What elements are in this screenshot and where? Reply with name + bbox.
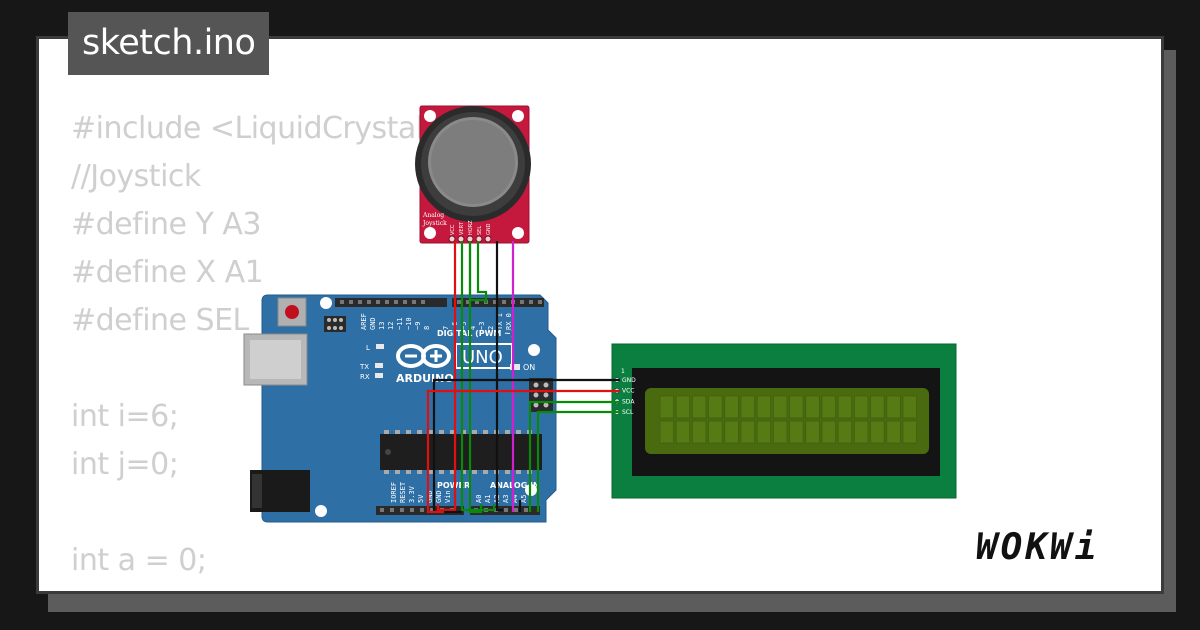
- lcd-pin-label: GND: [622, 377, 636, 384]
- code-line: #include <LiquidCrystal: [71, 111, 424, 146]
- code-line: #define SEL: [71, 303, 249, 338]
- code-line: #define Y A3: [71, 207, 262, 242]
- code-preview: #include <LiquidCrystal //Joystick #defi…: [71, 105, 424, 591]
- joystick-pin-label: VCC: [450, 224, 456, 235]
- digital-pin-label: AREF: [360, 313, 368, 330]
- arduino-brand: ARDUINO: [396, 372, 454, 385]
- analog-pin-label: A3: [502, 495, 510, 503]
- joystick-pin-label: GND: [486, 223, 492, 235]
- joystick-pin-label: VERT: [459, 221, 465, 235]
- led-l-label: L: [366, 344, 370, 352]
- digital-pin-label: ~10: [405, 317, 413, 330]
- lcd-pin-one-label: 1: [621, 368, 625, 375]
- digital-pin-label: 2: [487, 326, 495, 330]
- digital-header-left: [335, 298, 447, 307]
- digital-pin-label: 7: [442, 326, 450, 330]
- digital-pin-label: ~3: [478, 322, 486, 330]
- lcd-pin-label: SCL: [622, 409, 634, 416]
- wires: [426, 241, 620, 514]
- analog-pin-label: A5: [520, 495, 528, 503]
- joystick-pin-label: SEL: [477, 226, 483, 235]
- power-pin-label: RESET: [399, 481, 407, 503]
- power-pin-label: IOREF: [390, 482, 398, 503]
- power-header-label: POWER: [437, 481, 470, 490]
- power-pin-label: Vin: [444, 490, 452, 503]
- digital-header-label: DIGITAL (PWM ~): [437, 329, 515, 338]
- on-led-label: ON: [523, 363, 535, 372]
- digital-pin-label: 13: [378, 322, 386, 330]
- arduino-logo-icon: [396, 344, 451, 368]
- power-pin-label: GND: [426, 490, 434, 503]
- digital-pin-label: 12: [387, 322, 395, 330]
- uno-model: UNO: [462, 347, 503, 368]
- digital-pin-label: 4: [469, 326, 477, 330]
- joystick-label-2: Joystick: [422, 220, 447, 227]
- code-line: int j=0;: [71, 447, 179, 482]
- joystick-pin-label: HORZ: [468, 220, 474, 235]
- lcd-pin-label: SDA: [622, 398, 635, 405]
- analog-pin-label: A0: [475, 495, 483, 503]
- joystick-label-1: Analog: [422, 212, 444, 219]
- preview-card: #include <LiquidCrystal //Joystick #defi…: [36, 36, 1164, 594]
- power-pin-label: GND: [435, 490, 443, 503]
- led-rx-label: RX: [360, 373, 370, 381]
- led-tx-label: TX: [359, 363, 369, 371]
- power-pin-label: 3.3V: [408, 485, 416, 503]
- digital-pin-label: RX 0: [505, 313, 513, 330]
- digital-pin-label: ~5: [460, 322, 468, 330]
- code-line: int a = 0;: [71, 543, 207, 578]
- digital-pin-label: ~11: [396, 317, 404, 330]
- code-line: //Joystick: [71, 159, 201, 194]
- sketch-filename: sketch.ino: [68, 12, 270, 75]
- digital-pin-label: GND: [369, 317, 377, 330]
- code-line: #define X A1: [71, 255, 264, 290]
- digital-pin-label: TX 1: [496, 313, 504, 330]
- lcd-pin-label: VCC: [622, 388, 634, 395]
- wokwi-logo: WOKWi: [976, 527, 1100, 568]
- analog-header-label: ANALOG IN: [490, 481, 540, 490]
- digital-pin-label: ~9: [414, 322, 422, 330]
- analog-pin-label: A4: [511, 495, 519, 503]
- digital-pin-label: 8: [423, 326, 431, 330]
- power-pin-label: 5V: [417, 494, 425, 503]
- code-line: int i=6;: [71, 399, 179, 434]
- lcd-display[interactable]: 1 GND VCC SDA SCL: [611, 343, 957, 499]
- analog-pin-label: A1: [484, 495, 492, 503]
